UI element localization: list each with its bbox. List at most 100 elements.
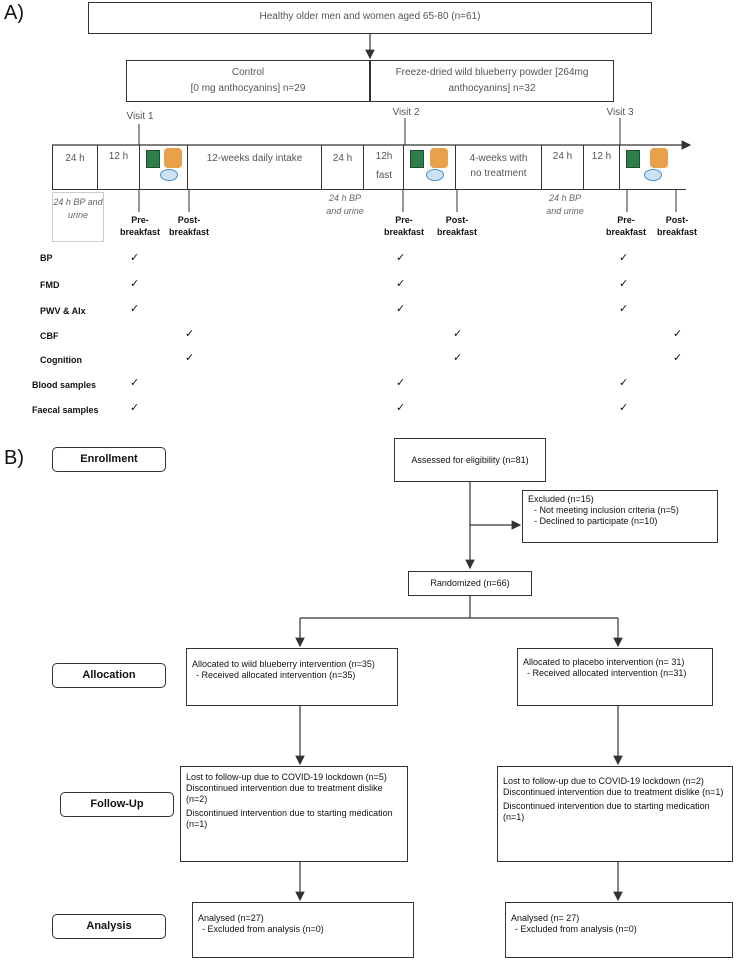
visit-1-label: Visit 1	[126, 111, 154, 122]
milk-icon	[644, 169, 662, 181]
population-box: Healthy older men and women aged 65-80 (…	[88, 2, 652, 34]
bp-urine-note-2: 24 h BP and urine	[326, 193, 364, 216]
toast-icon	[164, 148, 182, 168]
panel-a-label: A)	[4, 2, 24, 24]
measure-faecal-samples: Faecal samples	[32, 405, 99, 415]
post-breakfast-1: Post-breakfast	[168, 215, 210, 237]
cereal-pack-icon	[626, 150, 640, 168]
segment-fast: fast	[375, 170, 393, 181]
check-blood-v1: ✓	[130, 377, 140, 389]
assessed-box: Assessed for eligibility (n=81)	[394, 438, 546, 482]
randomized-box: Randomized (n=66)	[408, 571, 532, 596]
segment-12h-fast: 12h fast	[364, 145, 404, 190]
stage-follow-up: Follow-Up	[60, 792, 174, 817]
check-cognition-v1: ✓	[185, 352, 195, 364]
analysis-left-title: Analysed (n=27)	[198, 913, 264, 923]
panel-b-label: B)	[4, 447, 24, 469]
visit-2-label: Visit 2	[392, 107, 420, 118]
segment-24h-1: 24 h	[52, 145, 98, 190]
cereal-pack-icon	[410, 150, 424, 168]
check-pwv-v3: ✓	[619, 303, 629, 315]
bp-urine-note-1: 24 h BP and urine	[52, 192, 104, 242]
population-text: Healthy older men and women aged 65-80 (…	[259, 11, 481, 22]
analysis-left-box: Analysed (n=27) - Excluded from analysis…	[192, 902, 414, 958]
excluded-title: Excluded (n=15)	[528, 494, 594, 504]
check-pwv-v2: ✓	[396, 303, 406, 315]
post-breakfast-3: Post-breakfast	[656, 215, 698, 237]
pre-breakfast-2: Pre-breakfast	[383, 215, 425, 237]
check-faecal-v2: ✓	[396, 402, 406, 414]
pre-breakfast-3: Pre-breakfast	[605, 215, 647, 237]
timeline-row	[52, 145, 686, 190]
blueberry-group-box: Freeze-dried wild blueberry powder [264m…	[370, 60, 614, 102]
check-faecal-v3: ✓	[619, 402, 629, 414]
control-label: Control	[231, 67, 265, 78]
segment-12h-3: 12 h	[584, 145, 620, 190]
follow-up-left-box: Lost to follow-up due to COVID-19 lockdo…	[180, 766, 408, 862]
check-pwv-v1: ✓	[130, 303, 140, 315]
milk-icon	[160, 169, 178, 181]
measure-cbf: CBF	[40, 331, 59, 341]
check-bp-v2: ✓	[396, 252, 406, 264]
analysis-right-sub: - Excluded from analysis (n=0)	[515, 924, 637, 934]
excluded-item: - Declined to participate (n=10)	[534, 516, 658, 526]
check-bp-v3: ✓	[619, 252, 629, 264]
control-group-box: Control [0 mg anthocyanins] n=29	[126, 60, 370, 102]
check-faecal-v1: ✓	[130, 402, 140, 414]
measure-fmd: FMD	[40, 280, 60, 290]
check-cognition-v3: ✓	[673, 352, 683, 364]
check-cbf-v2: ✓	[453, 328, 463, 340]
follow-up-right-item: Discontinued intervention due to treatme…	[503, 787, 724, 797]
blueberry-label: Freeze-dried wild blueberry powder [264m…	[395, 67, 589, 78]
segment-24h-2: 24 h	[322, 145, 364, 190]
allocation-left-sub: - Received allocated intervention (n=35)	[196, 670, 356, 680]
measure-pwv-aix: PWV & AIx	[40, 306, 86, 316]
check-blood-v3: ✓	[619, 377, 629, 389]
pre-breakfast-1: Pre-breakfast	[119, 215, 161, 237]
stage-allocation: Allocation	[52, 663, 166, 688]
bp-urine-note-3: 24 h BP and urine	[546, 193, 584, 216]
segment-12h-1: 12 h	[98, 145, 140, 190]
allocation-right-title: Allocated to placebo intervention (n= 31…	[523, 657, 685, 667]
control-dose: [0 mg anthocyanins] n=29	[190, 83, 306, 94]
post-breakfast-2: Post-breakfast	[436, 215, 478, 237]
cereal-pack-icon	[146, 150, 160, 168]
follow-up-left-item: Discontinued intervention due to treatme…	[186, 783, 383, 804]
check-fmd-v3: ✓	[619, 278, 629, 290]
allocation-right-sub: - Received allocated intervention (n=31)	[527, 668, 687, 678]
check-blood-v2: ✓	[396, 377, 406, 389]
check-fmd-v1: ✓	[130, 278, 140, 290]
follow-up-right-box: Lost to follow-up due to COVID-19 lockdo…	[497, 766, 733, 862]
allocation-right-box: Allocated to placebo intervention (n= 31…	[517, 648, 713, 706]
check-cbf-v1: ✓	[185, 328, 195, 340]
excluded-item: - Not meeting inclusion criteria (n=5)	[534, 505, 679, 515]
check-cognition-v2: ✓	[453, 352, 463, 364]
check-cbf-v3: ✓	[673, 328, 683, 340]
toast-icon	[650, 148, 668, 168]
breakfast-images-3	[620, 145, 674, 190]
breakfast-images-2	[404, 145, 456, 190]
blueberry-dose: anthocyanins] n=32	[448, 83, 536, 94]
visit-3-label: Visit 3	[606, 107, 634, 118]
follow-up-left-item: Lost to follow-up due to COVID-19 lockdo…	[186, 772, 387, 782]
follow-up-right-item: Lost to follow-up due to COVID-19 lockdo…	[503, 776, 704, 786]
segment-12-weeks: 12-weeks daily intake	[188, 145, 322, 190]
stage-analysis: Analysis	[52, 914, 166, 939]
milk-icon	[426, 169, 444, 181]
analysis-left-sub: - Excluded from analysis (n=0)	[202, 924, 324, 934]
check-bp-v1: ✓	[130, 252, 140, 264]
measure-cognition: Cognition	[40, 355, 82, 365]
segment-4-weeks: 4-weeks with no treatment	[456, 145, 542, 190]
allocation-left-title: Allocated to wild blueberry intervention…	[192, 659, 375, 669]
measure-bp: BP	[40, 253, 53, 263]
measure-blood-samples: Blood samples	[32, 380, 97, 390]
analysis-right-title: Analysed (n= 27)	[511, 913, 580, 923]
follow-up-right-item: Discontinued intervention due to startin…	[503, 801, 710, 822]
segment-12h-2: 12h	[375, 151, 393, 162]
check-fmd-v2: ✓	[396, 278, 406, 290]
allocation-left-box: Allocated to wild blueberry intervention…	[186, 648, 398, 706]
analysis-right-box: Analysed (n= 27) - Excluded from analysi…	[505, 902, 733, 958]
breakfast-images-1	[140, 145, 188, 190]
excluded-box: Excluded (n=15) - Not meeting inclusion …	[522, 490, 718, 543]
segment-24h-3: 24 h	[542, 145, 584, 190]
